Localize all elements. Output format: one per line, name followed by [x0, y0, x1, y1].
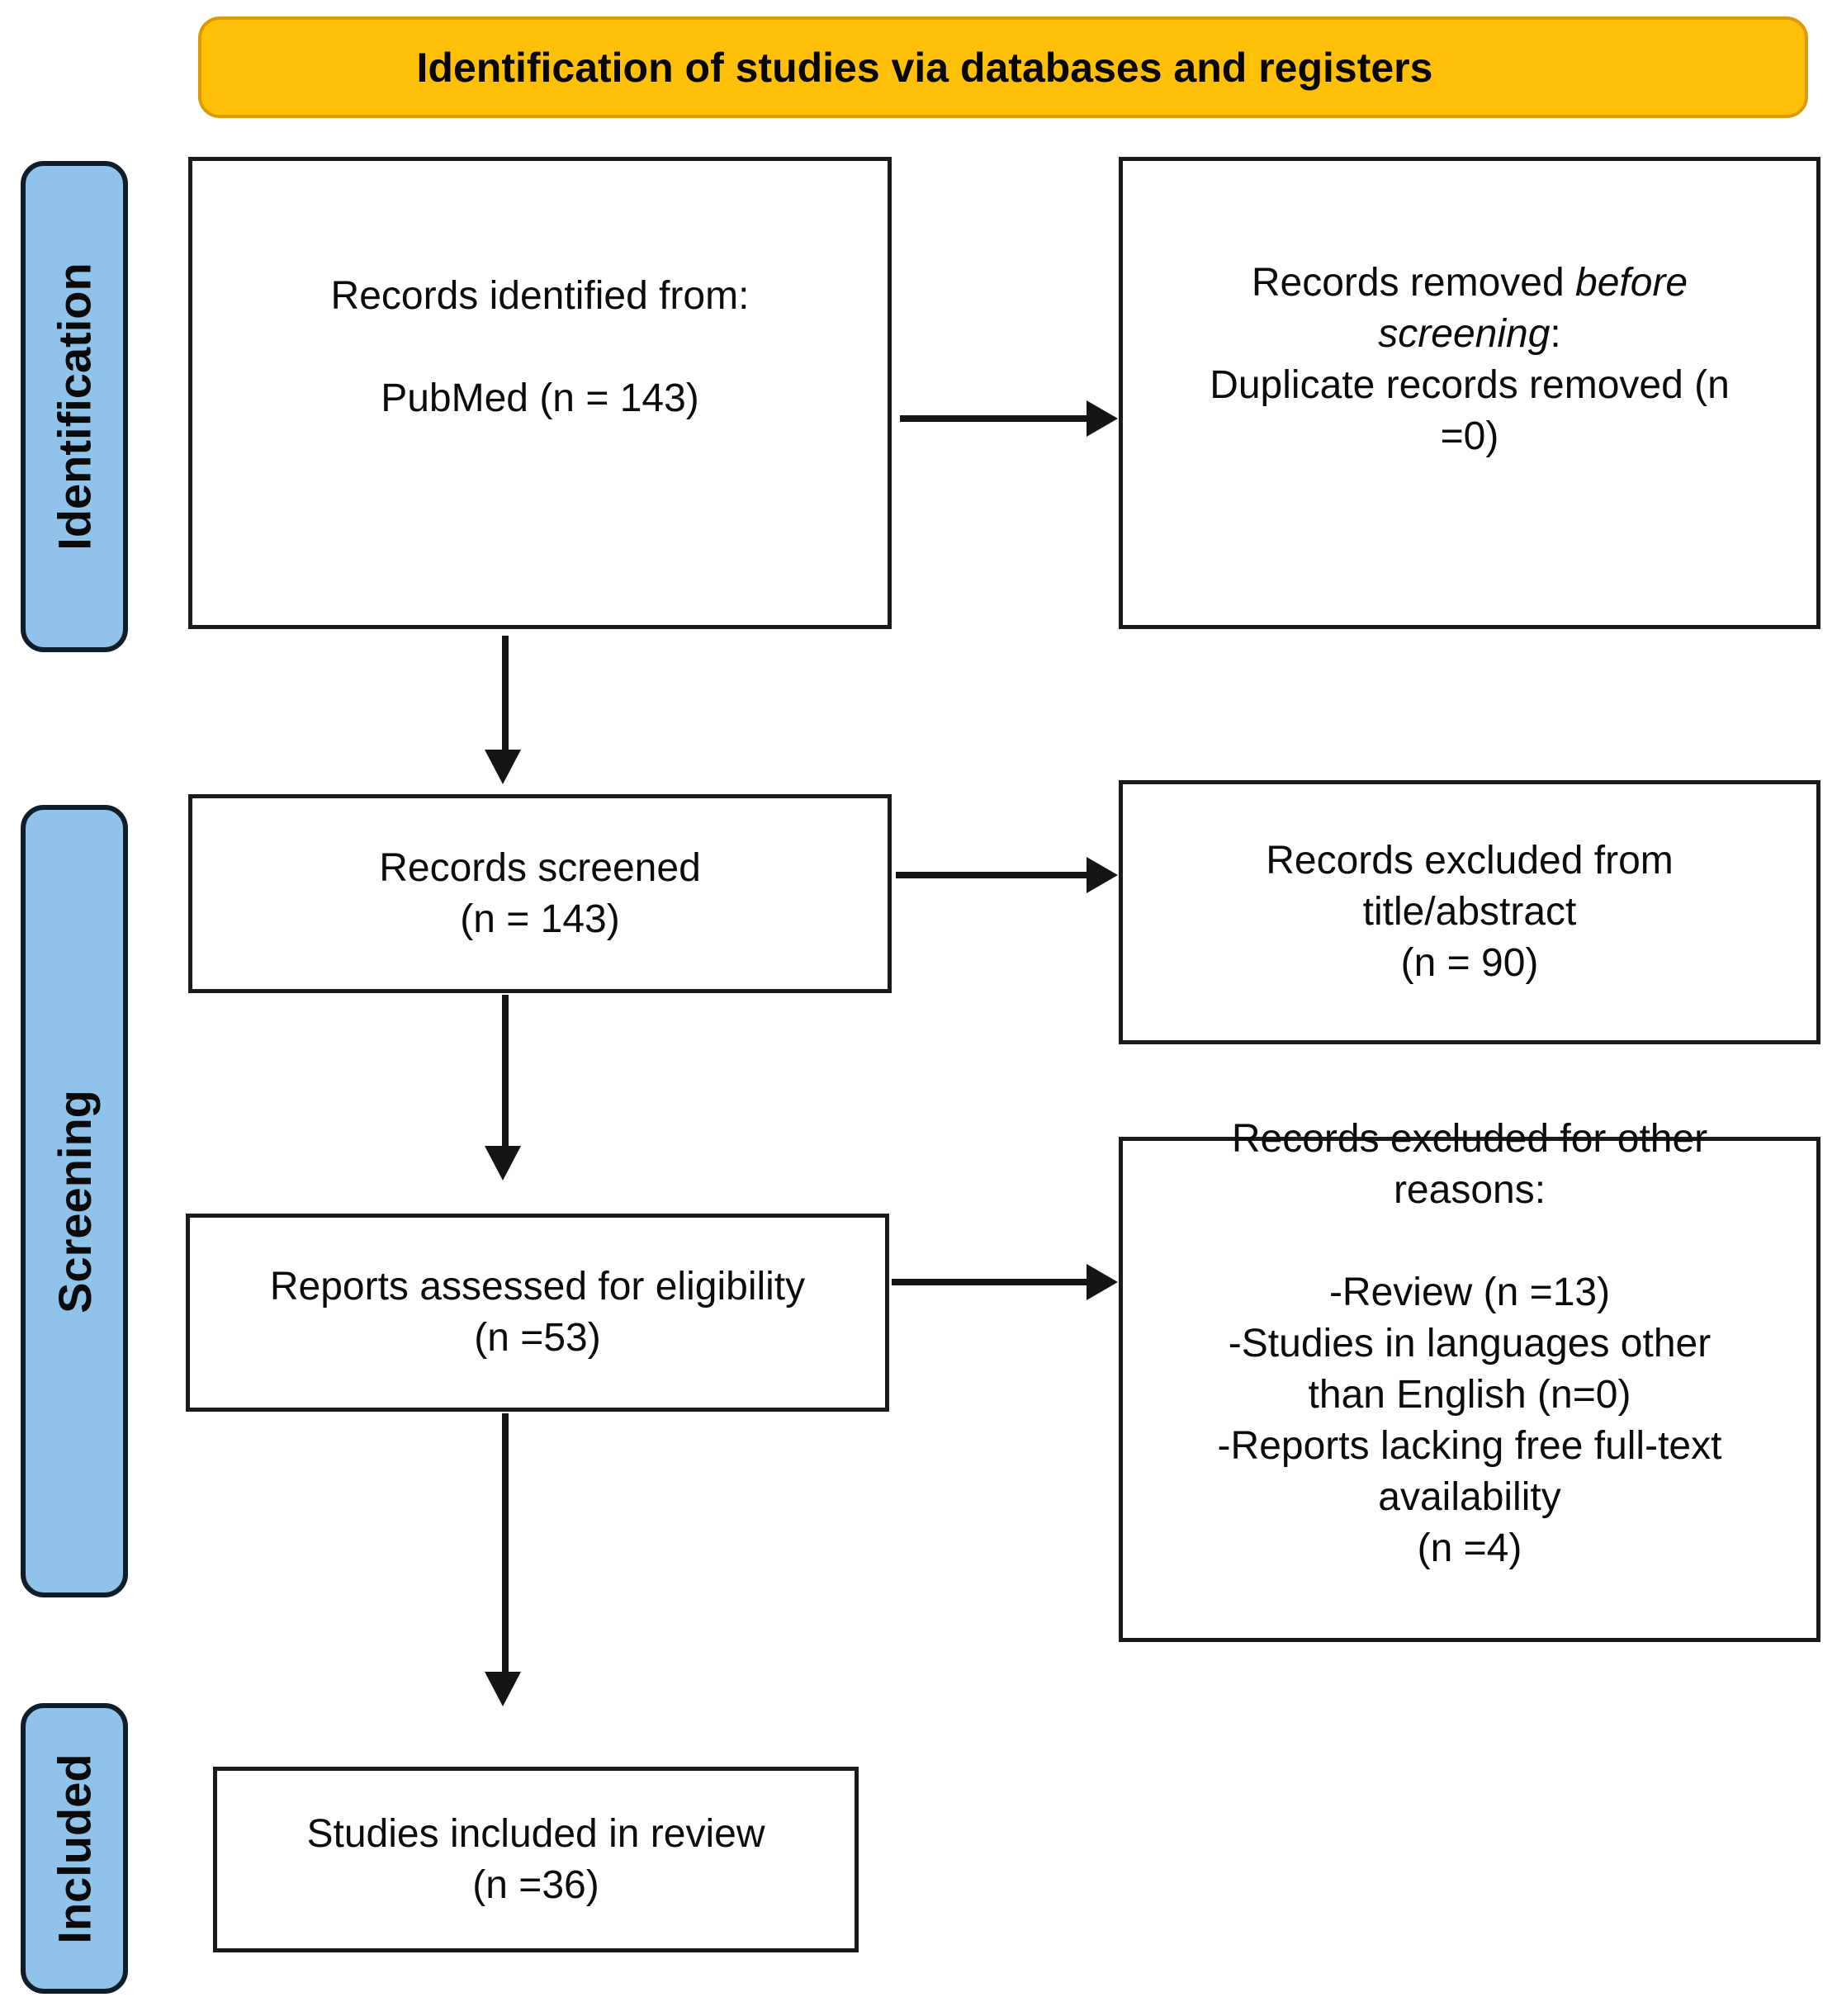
- arrow-screened-to-assessed-head-icon: [485, 1146, 521, 1181]
- excluded-other-heading-line2: reasons:: [1393, 1168, 1546, 1212]
- arrow-identified-to-removed-head-icon: [1087, 400, 1118, 437]
- excluded-other-heading-line1: Records excluded for other: [1231, 1117, 1708, 1161]
- excluded-other-item-line1: -Review (n =13): [1328, 1271, 1611, 1314]
- excluded-other-item-line3: than English (n=0): [1308, 1373, 1631, 1417]
- box-records-excluded-other: Records excluded for other reasons: -Rev…: [1119, 1117, 1820, 1642]
- arrow-screened-to-excluded-head-icon: [1087, 857, 1118, 893]
- box-records-screened: Records screened (n = 143): [188, 794, 892, 993]
- excluded-title-abstract-line1: Records excluded from: [1266, 839, 1674, 883]
- records-screened-line1: Records screened: [379, 845, 701, 890]
- excluded-other-item-line6: (n =4): [1417, 1526, 1522, 1570]
- arrow-screened-to-assessed-line: [502, 995, 509, 1148]
- excluded-other-item-line2: -Studies in languages other: [1228, 1322, 1712, 1365]
- box-records-excluded-title-abstract-text: Records excluded from title/abstract (n …: [1123, 835, 1816, 989]
- reports-assessed-line2: (n =53): [474, 1316, 601, 1360]
- records-identified-line2: PubMed (n = 143): [381, 376, 699, 420]
- box-records-identified-text: Records identified from: PubMed (n = 143…: [192, 271, 888, 424]
- stage-identification-label: Identification: [48, 263, 101, 551]
- records-identified-line1: Records identified from:: [330, 274, 750, 318]
- box-records-excluded-other-text: Records excluded for other reasons: -Rev…: [1123, 1114, 1816, 1574]
- stage-included: Included: [21, 1703, 128, 1994]
- diagram-title: Identification of studies via databases …: [416, 44, 1433, 91]
- records-screened-line2: (n = 143): [460, 897, 620, 941]
- records-removed-line3: Duplicate records removed (n: [1210, 363, 1730, 407]
- box-reports-assessed: Reports assessed for eligibility (n =53): [186, 1214, 889, 1412]
- stage-included-label: Included: [48, 1753, 101, 1944]
- box-records-identified: Records identified from: PubMed (n = 143…: [188, 157, 892, 629]
- arrow-assessed-to-excluded-other-line: [892, 1279, 1088, 1285]
- spacer: [1123, 1216, 1816, 1267]
- box-studies-included: Studies included in review (n =36): [213, 1767, 859, 1952]
- stage-screening-label: Screening: [48, 1089, 101, 1313]
- excluded-other-item-line4: -Reports lacking free full-text: [1217, 1424, 1722, 1468]
- records-removed-line2-italic: screening: [1378, 312, 1551, 356]
- records-removed-line2: screening:: [1123, 309, 1816, 360]
- records-removed-line1: Records removed before: [1123, 258, 1816, 309]
- studies-included-line2: (n =36): [472, 1862, 599, 1907]
- excluded-title-abstract-line2: title/abstract: [1362, 890, 1577, 934]
- arrow-identified-to-screened-head-icon: [485, 750, 521, 784]
- records-removed-line4: =0): [1440, 414, 1499, 458]
- arrow-screened-to-excluded-line: [896, 872, 1088, 878]
- excluded-other-item-line5: availability: [1378, 1475, 1561, 1519]
- box-records-removed: Records removed before screening: Duplic…: [1119, 157, 1820, 629]
- excluded-title-abstract-line3: (n = 90): [1400, 941, 1539, 985]
- records-removed-line2-suffix: :: [1550, 312, 1561, 356]
- title-banner: Identification of studies via databases …: [198, 17, 1808, 118]
- box-records-removed-text: Records removed before screening: Duplic…: [1123, 258, 1816, 462]
- spacer: [192, 322, 888, 373]
- arrow-assessed-to-included-head-icon: [485, 1672, 521, 1706]
- reports-assessed-line1: Reports assessed for eligibility: [269, 1265, 806, 1309]
- box-records-screened-text: Records screened (n = 143): [192, 843, 888, 945]
- stage-screening: Screening: [21, 805, 128, 1597]
- arrow-assessed-to-excluded-other-head-icon: [1087, 1264, 1118, 1300]
- box-studies-included-text: Studies included in review (n =36): [217, 1809, 855, 1911]
- box-reports-assessed-text: Reports assessed for eligibility (n =53): [190, 1261, 885, 1364]
- arrow-identified-to-screened-line: [502, 636, 509, 751]
- arrow-assessed-to-included-line: [502, 1413, 509, 1673]
- studies-included-line1: Studies included in review: [306, 1811, 765, 1856]
- records-removed-line1-italic: before: [1575, 261, 1688, 305]
- records-removed-line1-regular: Records removed: [1251, 261, 1576, 305]
- arrow-identified-to-removed-line: [900, 415, 1088, 422]
- box-records-excluded-title-abstract: Records excluded from title/abstract (n …: [1119, 780, 1820, 1044]
- stage-identification: Identification: [21, 161, 128, 652]
